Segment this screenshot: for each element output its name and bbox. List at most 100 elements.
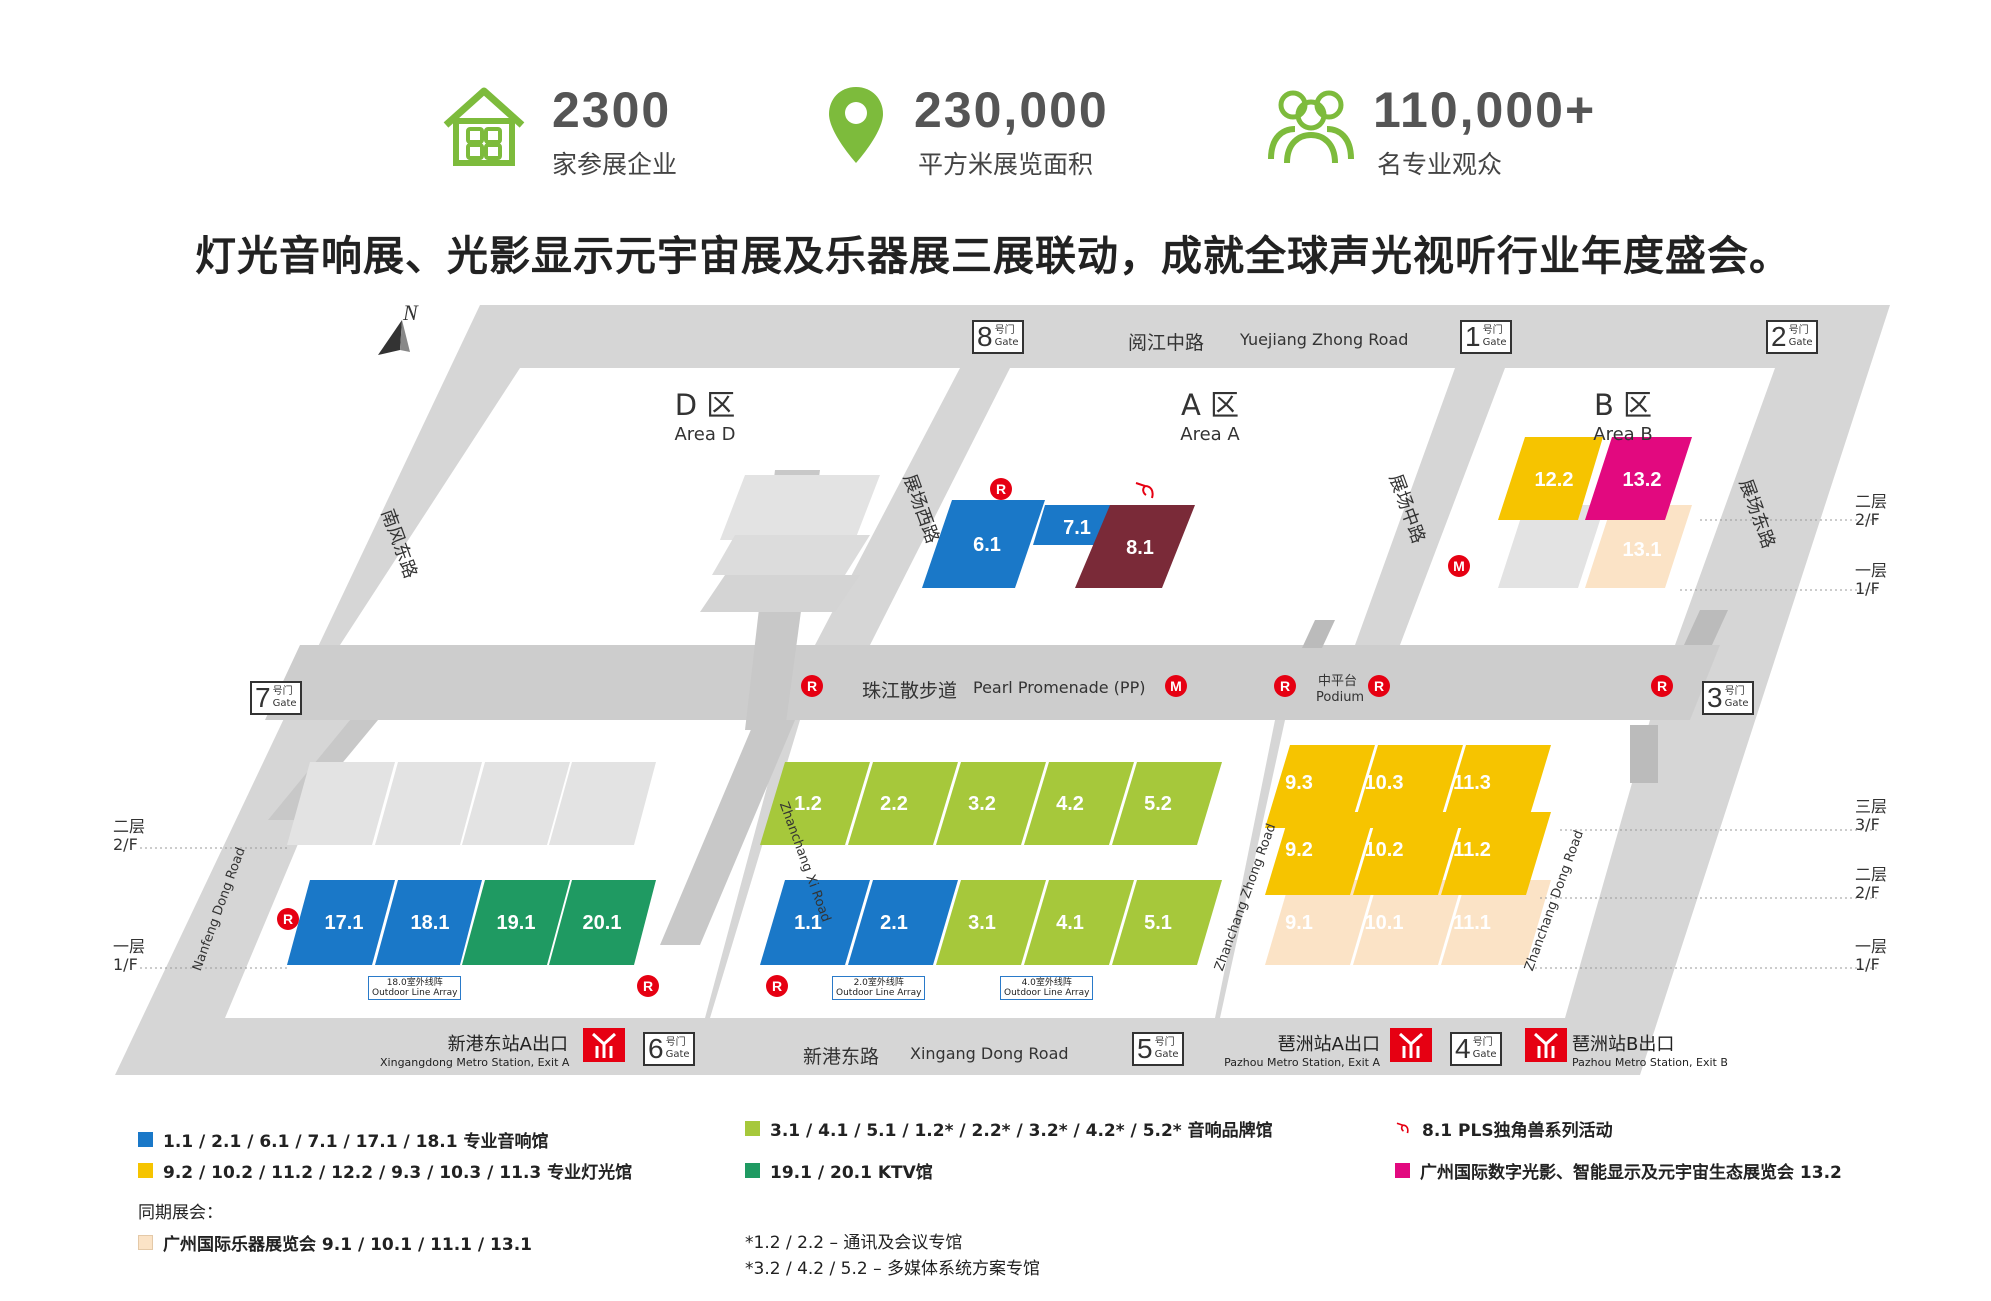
hall-7-1: [1033, 505, 1113, 545]
hall-18-1: [375, 880, 482, 965]
hall-b-gray: [1498, 505, 1605, 588]
compass-n: N: [403, 300, 418, 325]
hall-label-h111[interactable]: 11.1: [1453, 912, 1491, 934]
road-podium-cn: 中平台: [1318, 674, 1358, 689]
hall-label-h103[interactable]: 10.3: [1364, 772, 1404, 794]
hall-label-h22[interactable]: 2.2: [880, 793, 908, 815]
stairs-ne: [1684, 610, 1728, 645]
legend-green: 19.1 / 20.1 KTV馆: [745, 1158, 933, 1183]
hall-label-h191[interactable]: 19.1: [496, 912, 536, 934]
hall-6-1: [922, 500, 1045, 588]
legend-note-1: *1.2 / 2.2 – 通讯及会议专馆: [745, 1233, 963, 1253]
road-promenade-cn: 珠江散步道: [862, 680, 958, 702]
legend-concurrent-title: 同期展会：: [138, 1203, 223, 1223]
legend-yellow: 9.2 / 10.2 / 11.2 / 12.2 / 9.3 / 10.3 / …: [138, 1158, 632, 1183]
hall-label-h61[interactable]: 6.1: [973, 534, 1001, 556]
d-gray-3: [700, 575, 860, 612]
hall-label-h132[interactable]: 13.2: [1622, 469, 1662, 491]
restaurant-marker[interactable]: R: [801, 675, 823, 697]
hall-label-h181[interactable]: 18.1: [410, 912, 450, 934]
hall-label-h71[interactable]: 7.1: [1063, 517, 1091, 539]
stat-label: 家参展企业: [552, 150, 678, 179]
hall-5-1: [1112, 880, 1222, 965]
legend-blue: 1.1 / 2.1 / 6.1 / 7.1 / 17.1 / 18.1 专业音响…: [138, 1127, 549, 1152]
metro-pazhou-b: 琶洲站B出口 Pazhou Metro Station, Exit B: [1572, 1034, 1728, 1069]
restaurant-marker[interactable]: R: [1274, 675, 1296, 697]
hall-label-h42[interactable]: 4.2: [1056, 793, 1084, 815]
hall-20-1: [549, 880, 656, 965]
road-yuejiang-en: Yuejiang Zhong Road: [1240, 330, 1409, 349]
hall-sw-2f-3: [462, 762, 570, 845]
ramp-sw: [660, 720, 795, 945]
hall-label-h171[interactable]: 17.1: [324, 912, 364, 934]
road-podium-en: Podium: [1316, 690, 1365, 705]
metro-marker[interactable]: M: [1165, 675, 1187, 697]
location-pin-icon: [829, 87, 883, 163]
hall-label-h201[interactable]: 20.1: [582, 912, 622, 934]
hall-label-h12[interactable]: 1.2: [794, 793, 822, 815]
hall-label-h31[interactable]: 3.1: [968, 912, 996, 934]
hall-label-h81[interactable]: 8.1: [1126, 537, 1154, 559]
stat-number: 2300: [552, 82, 672, 138]
restaurant-marker[interactable]: R: [637, 975, 659, 997]
hall-label-h21[interactable]: 2.1: [880, 912, 908, 934]
metro-logo-icon: [1525, 1028, 1567, 1062]
hall-17-1: [287, 880, 395, 965]
headline: 灯光音响展、光影显示元宇宙展及乐器展三展联动，成就全球声光视听行业年度盛会。: [195, 232, 1791, 280]
area-a-en: Area A: [1180, 424, 1240, 445]
legend-magenta: 广州国际数字光影、智能显示及元宇宙生态展览会 13.2: [1395, 1158, 1842, 1183]
hall-label-h32[interactable]: 3.2: [968, 793, 996, 815]
stat-label: 平方米展览面积: [918, 150, 1094, 179]
compass-arrow-icon: [378, 320, 402, 355]
metro-pazhou-a: 琶洲站A出口 Pazhou Metro Station, Exit A: [1224, 1034, 1380, 1069]
hall-label-h122[interactable]: 12.2: [1534, 469, 1574, 491]
hall-sw-2f-1: [287, 762, 395, 845]
hall-label-h11[interactable]: 1.1: [794, 912, 822, 934]
restaurant-marker[interactable]: R: [766, 975, 788, 997]
metro-logo-icon: [583, 1028, 625, 1062]
hall-label-h92[interactable]: 9.2: [1285, 839, 1313, 861]
hall-label-h51[interactable]: 5.1: [1144, 912, 1172, 934]
hall-label-h93[interactable]: 9.3: [1285, 772, 1313, 794]
restaurant-marker[interactable]: R: [277, 908, 299, 930]
hall-13-1: [1585, 505, 1692, 588]
restaurant-marker[interactable]: R: [1651, 675, 1673, 697]
area-a-cn: A 区: [1180, 388, 1240, 422]
hall-5-2: [1112, 762, 1222, 845]
metro-marker[interactable]: M: [1448, 555, 1470, 577]
hall-9-1: [1265, 880, 1375, 965]
hall-label-h41[interactable]: 4.1: [1056, 912, 1084, 934]
area-b-en: Area B: [1593, 424, 1653, 445]
hall-label-h101[interactable]: 10.1: [1364, 912, 1404, 934]
hall-label-h91[interactable]: 9.1: [1285, 912, 1313, 934]
metro-logo-icon: [1390, 1028, 1432, 1062]
hall-label-h131[interactable]: 13.1: [1622, 539, 1662, 561]
road-promenade-en: Pearl Promenade (PP): [973, 678, 1146, 697]
legend-lime: 3.1 / 4.1 / 5.1 / 1.2* / 2.2* / 3.2* / 4…: [745, 1116, 1273, 1141]
restaurant-marker[interactable]: R: [990, 478, 1012, 500]
restaurant-marker[interactable]: R: [1368, 675, 1390, 697]
hall-label-h52[interactable]: 5.2: [1144, 793, 1172, 815]
hall-sw-2f-2: [375, 762, 482, 845]
hall-label-h112[interactable]: 11.2: [1453, 839, 1491, 861]
hall-label-h102[interactable]: 10.2: [1364, 839, 1404, 861]
hall-11-1: [1441, 880, 1551, 965]
hall-sw-2f-4: [549, 762, 656, 845]
hall-4-2: [1024, 762, 1134, 845]
hall-9-2: [1265, 812, 1375, 895]
hall-label-h113[interactable]: 11.3: [1453, 772, 1491, 794]
